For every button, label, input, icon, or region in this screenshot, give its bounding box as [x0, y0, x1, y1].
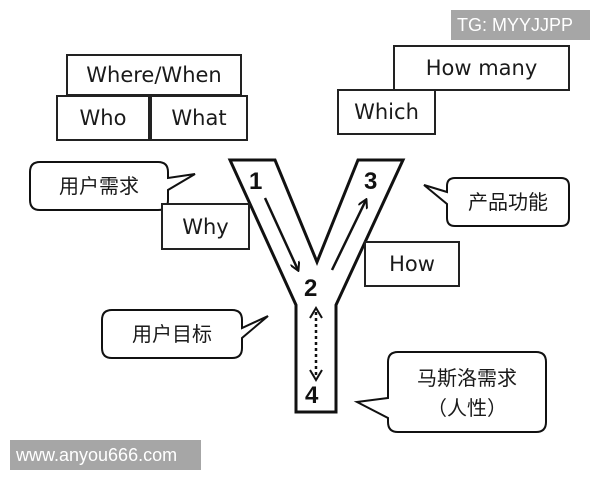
- bubble-maslow: [353, 351, 547, 433]
- y-node-3: 3: [364, 168, 378, 195]
- box-what-label: What: [171, 106, 227, 130]
- arrow-2-to-3: [330, 200, 366, 271]
- box-how-many: How many: [393, 45, 570, 91]
- box-how: How: [364, 241, 460, 287]
- bubble-product-features: [423, 177, 570, 227]
- bubble-user-goals-text: 用户目标: [132, 322, 212, 346]
- watermark-bottom-left-text: www.anyou666.com: [16, 444, 178, 465]
- y-node-4: 4: [305, 382, 319, 409]
- box-where-when: Where/When: [66, 54, 242, 96]
- bubble-user-goals: [101, 309, 269, 359]
- box-how-label: How: [389, 252, 435, 276]
- y-shape-outline: [227, 158, 406, 414]
- box-who-label: Who: [79, 106, 127, 130]
- box-who: Who: [56, 95, 150, 141]
- box-which: Which: [337, 89, 436, 135]
- box-what: What: [150, 95, 248, 141]
- box-where-when-label: Where/When: [86, 63, 222, 87]
- bubble-product-features-text: 产品功能: [468, 190, 548, 214]
- watermark-top-right-text: TG: MYYJJPP: [457, 14, 574, 35]
- box-how-many-label: How many: [425, 56, 538, 80]
- arrowhead-up-icon: [309, 306, 323, 319]
- watermark-top-right: TG: MYYJJPP: [451, 10, 590, 40]
- box-which-label: Which: [354, 100, 419, 124]
- bubble-user-needs-text: 用户需求: [59, 174, 139, 198]
- bubble-maslow-line2: （人性）: [427, 396, 507, 420]
- watermark-bottom-left: www.anyou666.com: [10, 440, 201, 470]
- box-why: Why: [161, 203, 250, 250]
- arrow-1-to-2: [263, 197, 298, 270]
- arrowhead-down-icon: [309, 369, 323, 382]
- y-node-2: 2: [304, 275, 318, 302]
- bubble-maslow-line1: 马斯洛需求: [417, 366, 517, 390]
- bubble-user-needs: [29, 161, 196, 211]
- y-node-1: 1: [249, 168, 263, 195]
- box-why-label: Why: [182, 214, 229, 239]
